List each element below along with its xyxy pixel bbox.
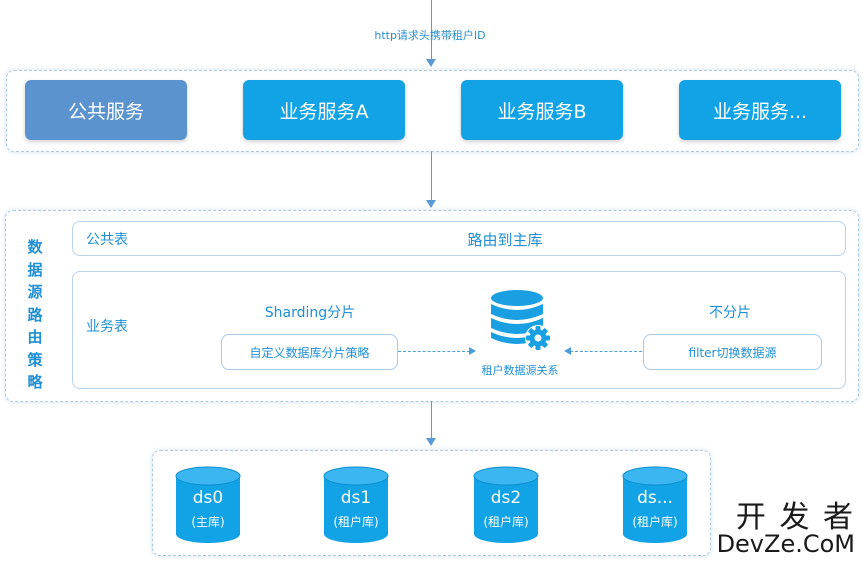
routing-to-datasources-line [431, 401, 432, 439]
routing-title-char: 略 [27, 373, 43, 391]
service-business-more: 业务服务... [679, 80, 841, 140]
datasource-name: ds1 [340, 488, 372, 508]
tenant-datasource-relation-label: 租户数据源关系 [481, 364, 559, 377]
datasource-ds0: ds0 (主库) [175, 466, 241, 544]
datasources-container [152, 450, 711, 556]
routing-strategy-title: 数 据 源 路 由 策 略 [24, 236, 46, 394]
database-cylinder-icon [175, 466, 241, 543]
filter-switch-datasource-box: filter切换数据源 [643, 334, 822, 370]
datasource-ds-more: ds... (租户库) [622, 466, 688, 544]
business-table-panel [72, 271, 846, 389]
database-cylinder-icon [473, 466, 539, 543]
request-header-label: http请求头携带租户ID [374, 29, 486, 42]
database-cylinder-icon [323, 466, 389, 543]
service-business-b: 业务服务B [461, 80, 623, 140]
routing-title-char: 策 [27, 350, 43, 369]
datasource-name: ds0 [192, 488, 224, 508]
datasource-name: ds2 [490, 488, 522, 508]
datasource-name: ds... [637, 488, 673, 508]
routing-title-char: 数 [27, 238, 43, 256]
datasource-ds2: ds2 (租户库) [473, 466, 539, 544]
route-to-master-label: 路由到主库 [467, 231, 543, 249]
no-shard-title: 不分片 [709, 305, 751, 321]
datasource-role: (租户库) [333, 515, 379, 529]
datasource-role: (租户库) [632, 515, 678, 529]
database-gear-icon [491, 290, 551, 351]
incoming-request-arrowhead [426, 59, 436, 67]
routing-title-char: 源 [27, 283, 43, 301]
sharding-title: Sharding分片 [264, 305, 356, 321]
watermark-bottom: DevZe.CoM [716, 530, 855, 558]
service-public: 公共服务 [25, 80, 187, 140]
services-to-routing-arrowhead [426, 200, 436, 208]
routing-title-char: 由 [27, 328, 43, 346]
services-to-routing-line [431, 151, 432, 201]
routing-title-char: 路 [27, 305, 43, 324]
datasource-role: (租户库) [483, 515, 529, 529]
custom-sharding-strategy-box: 自定义数据库分片策略 [221, 334, 398, 370]
datasource-ds1: ds1 (租户库) [323, 466, 389, 544]
datasource-role: (主库) [191, 515, 225, 529]
routing-to-datasources-arrowhead [426, 438, 436, 446]
watermark-top: 开 发 者 [735, 500, 855, 535]
sharding-to-center-arrow [398, 351, 470, 352]
service-business-a: 业务服务A [243, 80, 405, 140]
public-table-label: 公共表 [86, 232, 128, 248]
business-table-label: 业务表 [86, 319, 128, 335]
filter-to-center-arrow [570, 351, 642, 352]
sharding-to-center-arrowhead [469, 347, 476, 355]
database-cylinder-icon [622, 466, 688, 543]
public-table-row [72, 221, 846, 256]
filter-to-center-arrowhead [564, 347, 571, 355]
incoming-request-line [431, 0, 432, 60]
routing-title-char: 据 [27, 260, 43, 279]
